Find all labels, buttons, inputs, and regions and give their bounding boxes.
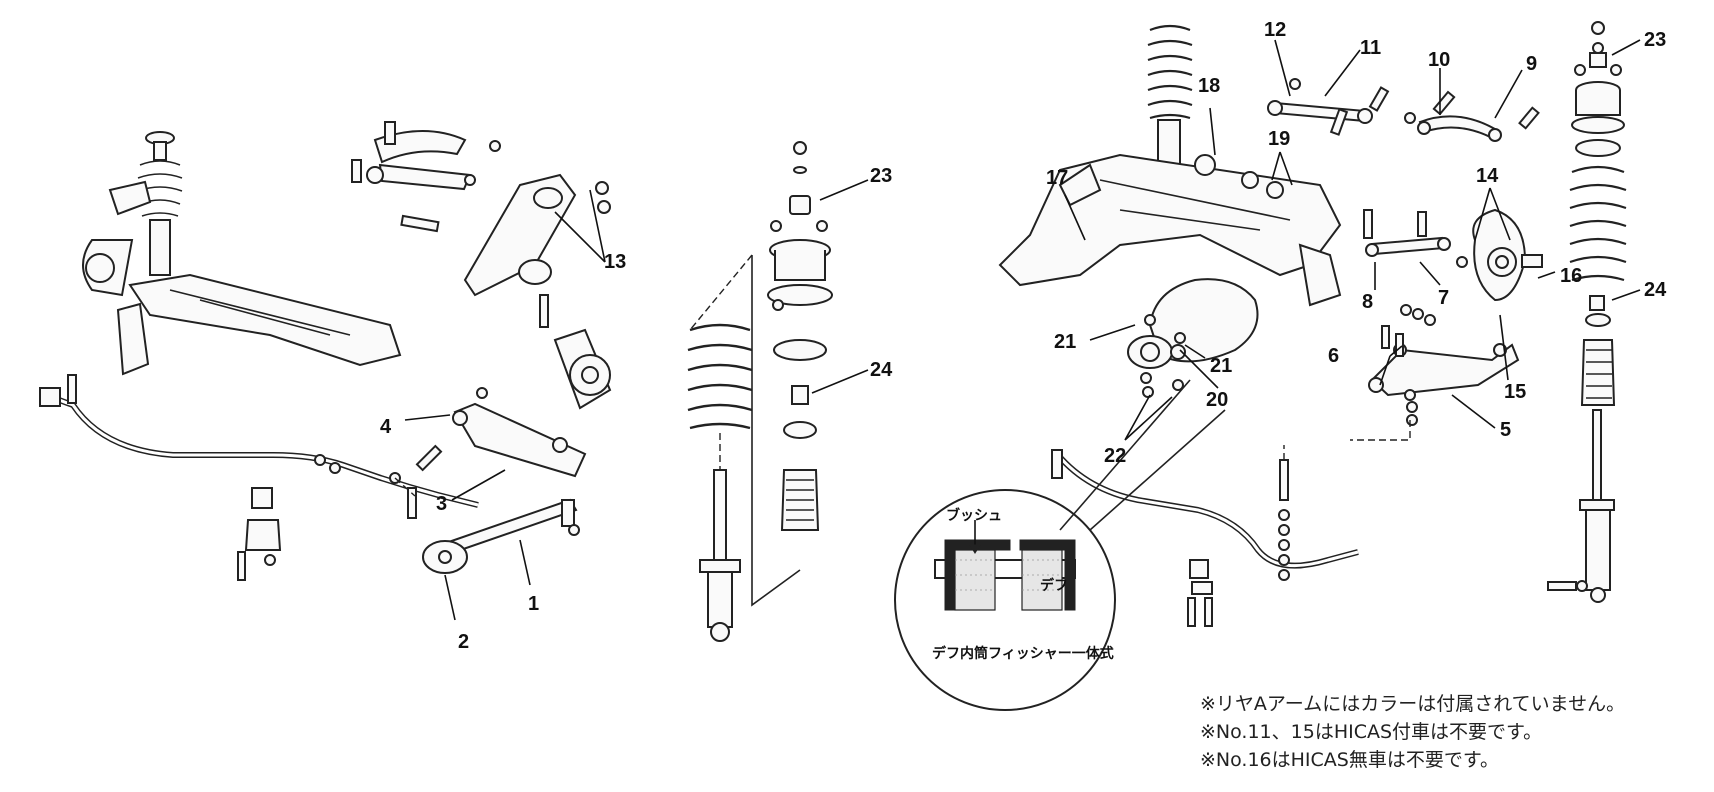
rear-toe-link (1363, 209, 1468, 268)
callout-23a: 23 (870, 165, 892, 187)
front-lower-arm (415, 387, 587, 478)
callout-18: 18 (1198, 75, 1220, 97)
front-compression-arm (463, 173, 611, 328)
callout-3: 3 (436, 493, 447, 515)
callout-1: 1 (528, 593, 539, 615)
front-upper-arm (351, 121, 501, 233)
callout-8: 8 (1362, 291, 1373, 313)
callout-7: 7 (1438, 287, 1449, 309)
callout-10: 10 (1428, 49, 1450, 71)
front-stabilizer-bar (39, 374, 479, 581)
callout-15: 15 (1504, 381, 1526, 403)
callout-numbers: 1 2 3 4 5 6 7 8 9 10 11 12 13 14 15 16 1… (380, 19, 1667, 653)
callout-24a: 24 (870, 359, 893, 381)
callout-24b: 24 (1644, 279, 1667, 301)
rear-suspension-assembly: ブッシュ デフ デフ内筒フィッシャー一体式 (894, 21, 1627, 711)
callout-23b: 23 (1644, 29, 1666, 51)
callout-20: 20 (1206, 389, 1228, 411)
inset-caption: デフ内筒フィッシャー一体式 (932, 645, 1114, 662)
rear-knuckle (1472, 208, 1543, 302)
callout-13: 13 (604, 251, 626, 273)
callout-21a: 21 (1054, 331, 1076, 353)
callout-4: 4 (380, 416, 392, 438)
front-upright (553, 328, 612, 410)
rear-a-arm (1350, 304, 1520, 441)
callout-21b: 21 (1210, 355, 1232, 377)
callout-11: 11 (1360, 37, 1381, 59)
center-shock-assembly (687, 141, 833, 642)
rear-upper-link (1267, 78, 1390, 136)
inset-bush-label: ブッシュ (946, 507, 1002, 524)
rear-differential (1127, 278, 1259, 398)
rear-shock-assembly (1547, 21, 1627, 603)
footnote-3: ※No.16はHICAS無車は不要です。 (1200, 749, 1499, 771)
callout-9: 9 (1526, 53, 1537, 75)
front-strut (108, 131, 183, 276)
callout-5: 5 (1500, 419, 1511, 441)
front-knuckle (82, 239, 150, 376)
callout-12: 12 (1264, 19, 1286, 41)
front-suspension-assembly (39, 121, 612, 581)
callout-14: 14 (1476, 165, 1499, 187)
front-tension-rod (422, 498, 580, 574)
rear-traction-rod (1404, 90, 1540, 142)
callout-19: 19 (1268, 128, 1290, 150)
rear-stabilizer-bar (1051, 445, 1359, 627)
footnote-2: ※No.11、15はHICAS付車は不要です。 (1200, 721, 1543, 743)
footnote-1: ※リヤAアームにはカラーは付属されていません。 (1200, 693, 1626, 715)
callout-17: 17 (1046, 167, 1068, 189)
callout-6: 6 (1328, 345, 1339, 367)
footnotes: ※リヤAアームにはカラーは付属されていません。 ※No.11、15はHICAS付… (1200, 690, 1700, 774)
bushing-detail-inset: ブッシュ デフ デフ内筒フィッシャー一体式 (894, 379, 1226, 711)
callout-22: 22 (1104, 445, 1126, 467)
front-crossmember (128, 273, 402, 367)
leader-lines (404, 39, 1641, 621)
callout-16: 16 (1560, 265, 1582, 287)
callout-2: 2 (458, 631, 469, 653)
inset-diff-label: デフ (1040, 577, 1068, 594)
